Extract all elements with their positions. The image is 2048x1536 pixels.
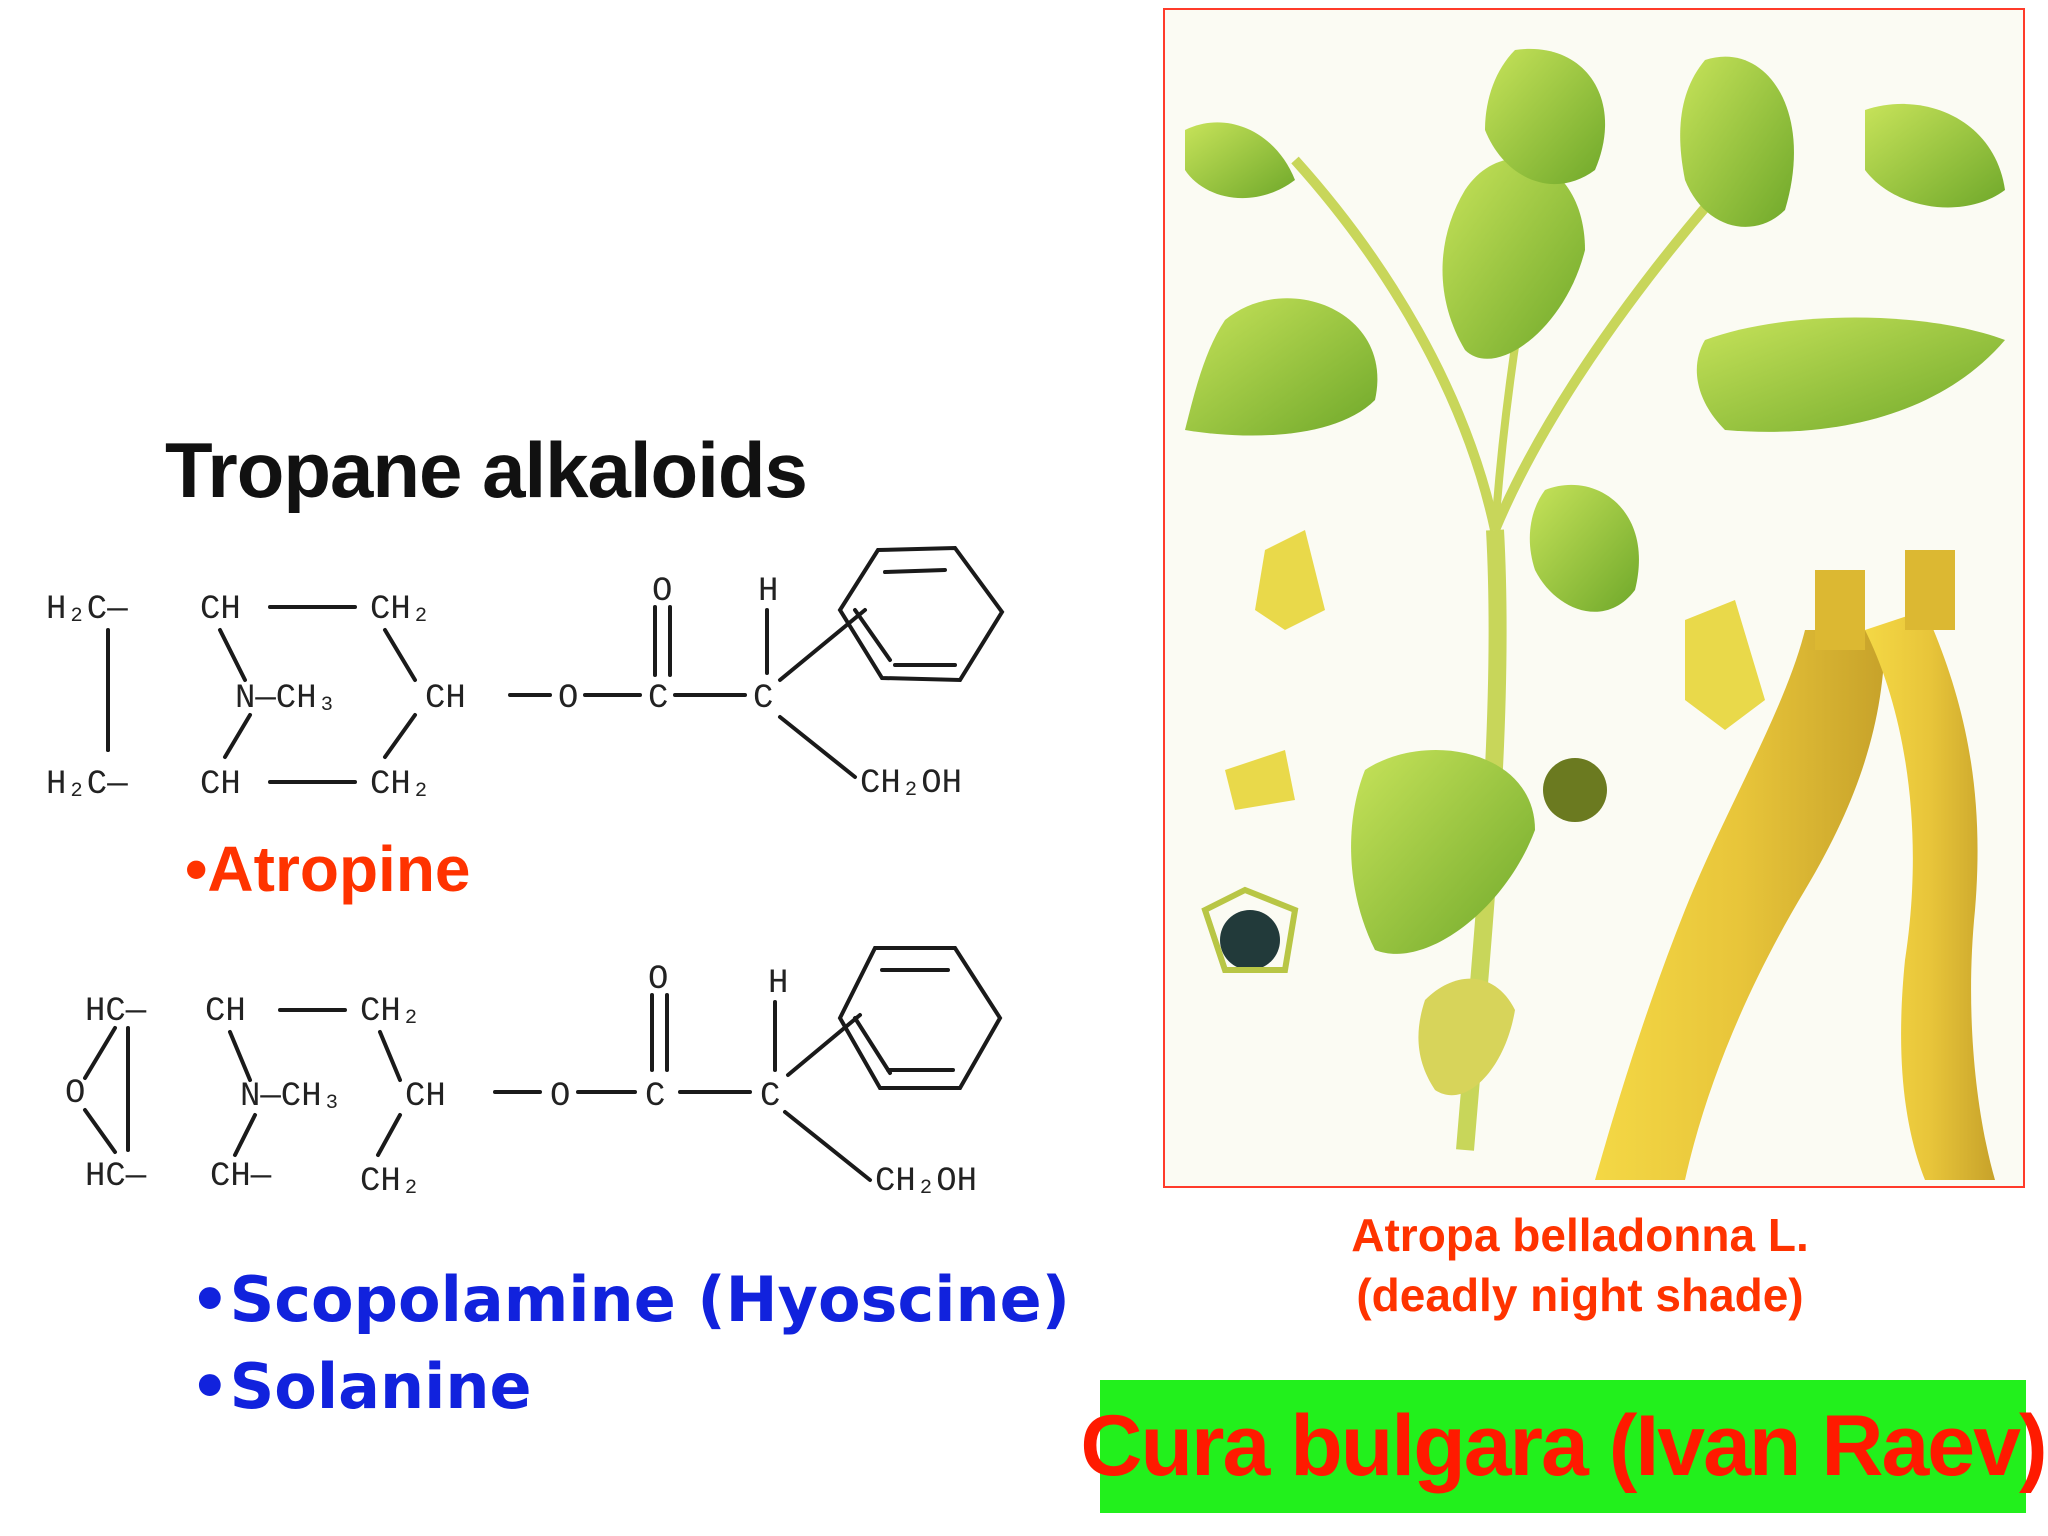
atropine-c-carbonyl: C [648, 680, 668, 718]
scopolamine-structure: HC— CH CH₂ O N—CH₃ CH O C O C H CH₂OH HC… [65, 946, 1003, 1201]
scopolamine-o-double: O [648, 961, 668, 999]
solanine-label: •Solanine [190, 1350, 532, 1423]
scopolamine-ch-mid: CH [405, 1078, 446, 1116]
scopolamine-c-carbonyl: C [645, 1078, 665, 1116]
atropine-ch-mid: CH [425, 680, 466, 718]
plant-caption: Atropa belladonna L. (deadly night shade… [1320, 1205, 1840, 1325]
atropine-ch-bot: CH [200, 766, 241, 804]
belladonna-drawing [1185, 48, 2005, 1180]
slide-title: Tropane alkaloids [165, 426, 808, 514]
scopolamine-label: •Scopolamine (Hyoscine) [190, 1263, 1070, 1336]
scopolamine-ch2-bot: CH₂ [360, 1163, 421, 1201]
scopolamine-n-ch3: N—CH₃ [240, 1078, 342, 1116]
scopolamine-c-alpha: C [760, 1078, 780, 1116]
scopolamine-o-ester: O [550, 1078, 570, 1116]
atropine-o-ester: O [558, 680, 578, 718]
credit-banner-text: Cura bulgara (Ivan Raev) [1080, 1398, 2047, 1494]
atropine-n-ch3: N—CH₃ [235, 680, 337, 718]
plant-caption-line2: (deadly night shade) [1356, 1269, 1804, 1321]
atropine-h2c-bot: H₂C— [46, 766, 128, 804]
credit-banner: Cura bulgara (Ivan Raev) [1080, 1380, 2048, 1513]
atropine-ch-top: CH [200, 591, 241, 629]
atropine-o-double: O [652, 573, 672, 611]
atropine-ch2-top: CH₂ [370, 591, 431, 629]
scopolamine-ch-bot: CH— [210, 1158, 272, 1196]
scopolamine-ch2-top: CH₂ [360, 993, 421, 1031]
atropine-ch2oh: CH₂OH [860, 765, 962, 803]
atropine-h2c-top: H₂C— [46, 591, 128, 629]
scopolamine-hc-bot: HC— [85, 1158, 147, 1196]
plant-caption-line1: Atropa belladonna L. [1351, 1209, 1809, 1261]
scopolamine-hc-top: HC— [85, 993, 147, 1031]
atropine-label: •Atropine [185, 833, 471, 905]
scopolamine-h-alpha: H [768, 965, 788, 1003]
scopolamine-ch2oh: CH₂OH [875, 1163, 977, 1201]
scopolamine-o-bridge: O [65, 1075, 85, 1113]
atropine-c-alpha: C [753, 680, 773, 718]
scopolamine-ch-top: CH [205, 993, 246, 1031]
belladonna-illustration [1163, 8, 2025, 1188]
atropine-structure: H₂C— CH CH₂ N—CH₃ CH O C O C H CH₂OH H₂C… [46, 545, 1005, 804]
atropine-h-alpha: H [758, 573, 778, 611]
atropine-ch2-bot: CH₂ [370, 766, 431, 804]
